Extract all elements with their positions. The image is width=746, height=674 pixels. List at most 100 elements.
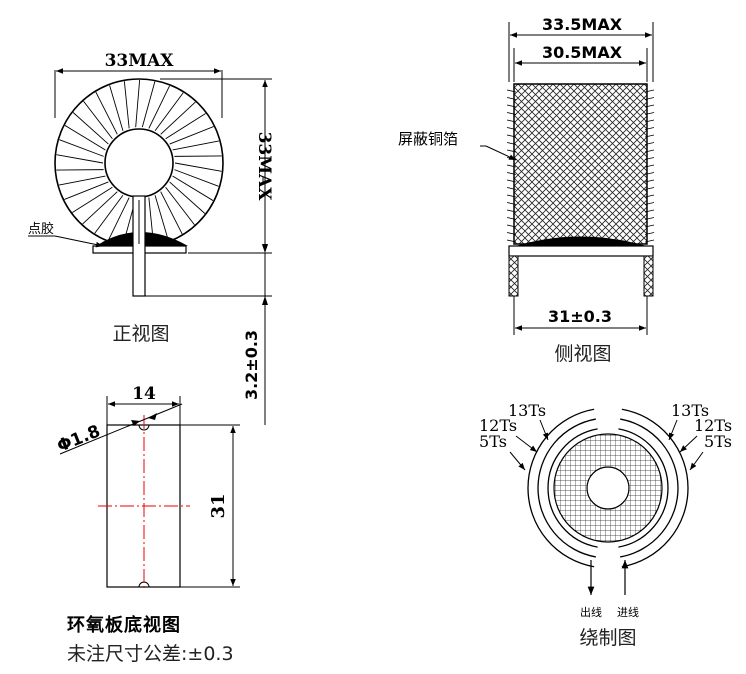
coil-turn — [141, 81, 156, 128]
rib-left — [506, 239, 517, 243]
side-base-plate — [508, 245, 654, 257]
coil-turn — [82, 191, 118, 225]
coil-turn — [172, 175, 214, 201]
side-pin-right — [643, 255, 654, 297]
winding-ring-left — [547, 428, 598, 548]
coil-turn — [56, 154, 104, 164]
rib-right — [644, 232, 655, 235]
winding-ribs — [506, 89, 655, 243]
front-height-dim: 33MAX — [254, 132, 274, 202]
side-glue — [512, 236, 650, 247]
coil-turn — [72, 112, 109, 145]
coil-turn — [64, 125, 106, 151]
side-view: 33.5MAX 30.5MAX 屏蔽铜箔 31±0.3 侧视图 — [398, 15, 655, 365]
rib-left — [506, 142, 517, 145]
rib-right — [644, 149, 655, 153]
in-lead-label: 进线 — [617, 605, 639, 619]
rib-right — [644, 142, 655, 145]
rib-left — [506, 224, 517, 228]
coil-turn — [169, 181, 206, 214]
coil-turn — [64, 181, 109, 200]
rib-left — [506, 194, 517, 198]
coil-turn — [94, 194, 124, 234]
coil-turn — [108, 197, 130, 241]
rib-right — [644, 194, 655, 198]
lead-wire — [132, 195, 146, 297]
base-view-caption: 环氧板底视图 — [67, 614, 181, 636]
coil-turn — [135, 79, 141, 128]
rib-right — [644, 104, 655, 108]
rib-left — [506, 89, 517, 93]
base-width-dim: 14 — [132, 384, 156, 404]
rib-right — [644, 97, 655, 100]
shield-copper-foil — [513, 83, 648, 245]
rib-right — [644, 209, 655, 213]
coil-turn — [148, 85, 170, 129]
coil-turn — [154, 92, 184, 132]
right-label-13ts: 13Ts — [671, 401, 709, 420]
rib-left — [506, 172, 517, 175]
pin-length-dim: 3.2±0.3 — [242, 330, 261, 400]
base-length-dim: 31 — [208, 493, 229, 518]
coil-turn — [58, 175, 106, 186]
rib-right — [644, 112, 655, 115]
front-width-dim: 33MAX — [105, 51, 175, 71]
winding-ring-left — [527, 408, 595, 568]
rib-right — [644, 164, 655, 168]
rib-right — [644, 179, 655, 183]
pin-span-dim: 31±0.3 — [548, 307, 612, 326]
rib-left — [506, 104, 517, 108]
rib-left — [506, 119, 517, 123]
rib-left — [506, 187, 517, 190]
side-outer-dim: 33.5MAX — [542, 15, 623, 34]
rib-right — [644, 187, 655, 190]
front-view: 33MAX 点胶 33MAX 3.2±0.3 正视图 — [28, 51, 274, 425]
coil-turn — [169, 126, 214, 145]
left-label-13ts: 13Ts — [508, 401, 546, 420]
coil-turn — [59, 139, 104, 157]
rib-left — [506, 112, 517, 115]
rib-left — [506, 127, 517, 130]
coil-turn — [174, 169, 219, 187]
side-pin-left — [508, 255, 519, 297]
winding-arcs — [527, 408, 689, 568]
tolerance-note: 未注尺寸公差:±0.3 — [67, 643, 234, 665]
left-label-5ts: 5Ts — [479, 432, 507, 451]
winding-ring-right — [620, 418, 679, 558]
rib-right — [644, 157, 655, 160]
rib-left — [506, 202, 517, 205]
coil-turn — [83, 100, 113, 140]
coil-turn — [160, 191, 183, 235]
coil-turn — [95, 91, 118, 135]
rib-left — [506, 134, 517, 138]
glue-label: 点胶 — [28, 221, 54, 237]
coil-turn — [160, 101, 196, 135]
rib-left — [506, 179, 517, 183]
rib-right — [644, 172, 655, 175]
rib-left — [506, 149, 517, 153]
winding-ring-right — [618, 428, 669, 548]
winding-ring-right — [621, 408, 689, 568]
rib-right — [644, 134, 655, 138]
coil-turn — [172, 140, 220, 151]
right-label-5ts: 5Ts — [704, 432, 732, 451]
hole-top — [138, 424, 150, 431]
rib-left — [506, 217, 517, 220]
coil-turn — [165, 186, 195, 226]
left-label-12ts: 12Ts — [479, 416, 517, 435]
coil-turn — [123, 81, 130, 129]
right-label-12ts: 12Ts — [694, 416, 732, 435]
shield-label: 屏蔽铜箔 — [398, 130, 458, 148]
rib-left — [506, 164, 517, 168]
hole-dim: Φ1.8 — [54, 421, 103, 456]
toroid-inner — [104, 128, 174, 198]
out-lead-label: 出线 — [580, 605, 602, 619]
rib-left — [506, 209, 517, 213]
front-view-caption: 正视图 — [112, 323, 169, 345]
winding-core-hole — [586, 466, 630, 510]
coil-turn — [109, 85, 124, 131]
rib-right — [644, 119, 655, 123]
side-view-caption: 侧视图 — [554, 343, 611, 365]
winding-view: 13Ts 12Ts 5Ts 13Ts 12Ts 5Ts 出线 进线 绕制图 — [479, 401, 732, 649]
